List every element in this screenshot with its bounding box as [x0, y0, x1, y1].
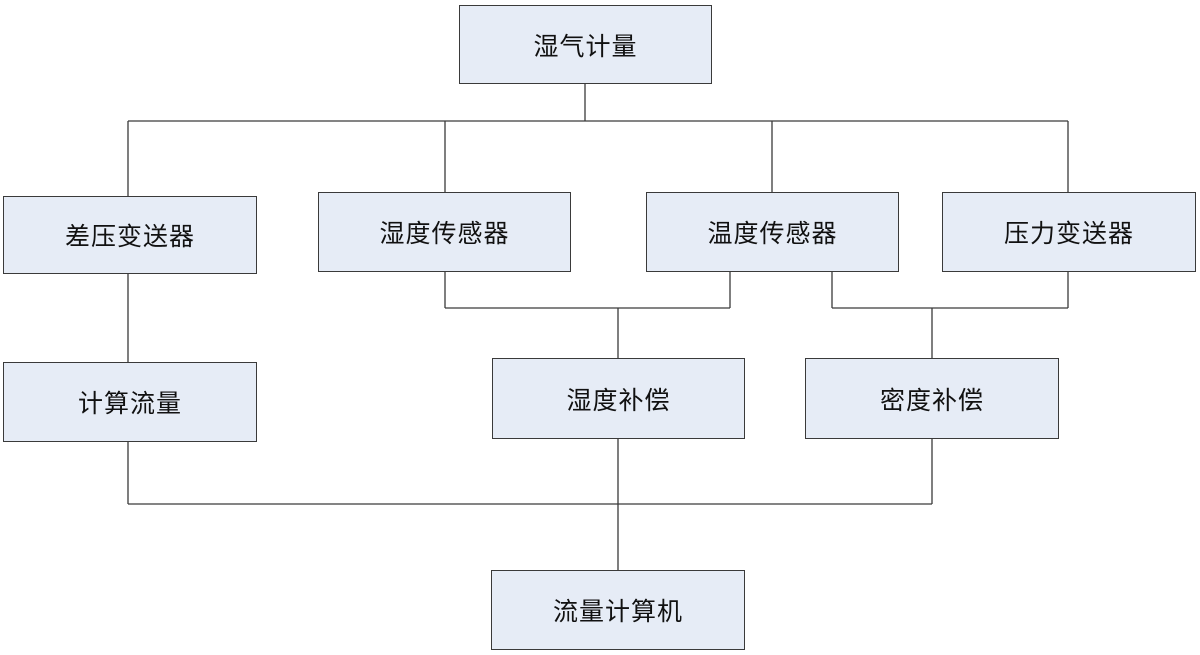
node-differential-pressure-transmitter: 差压变送器: [3, 196, 257, 274]
node-label: 湿度补偿: [566, 385, 671, 415]
node-label: 湿度传感器: [379, 219, 510, 248]
node-temperature-sensor: 温度传感器: [646, 192, 899, 272]
node-label: 压力变送器: [1003, 219, 1134, 248]
node-label: 计算流量: [77, 389, 182, 418]
node-humidity-compensation: 湿度补偿: [492, 358, 745, 439]
node-wet-gas-metering: 湿气计量: [459, 5, 712, 84]
node-humidity-sensor: 湿度传感器: [318, 192, 571, 272]
node-pressure-transmitter: 压力变送器: [942, 192, 1196, 272]
node-flow-computer: 流量计算机: [491, 570, 745, 650]
node-density-compensation: 密度补偿: [805, 358, 1059, 439]
node-label: 密度补偿: [879, 385, 984, 415]
node-label: 差压变送器: [64, 222, 195, 251]
node-calculate-flow: 计算流量: [3, 362, 257, 442]
node-label: 温度传感器: [707, 219, 838, 248]
node-label: 流量计算机: [552, 597, 683, 626]
node-label: 湿气计量: [533, 31, 638, 61]
